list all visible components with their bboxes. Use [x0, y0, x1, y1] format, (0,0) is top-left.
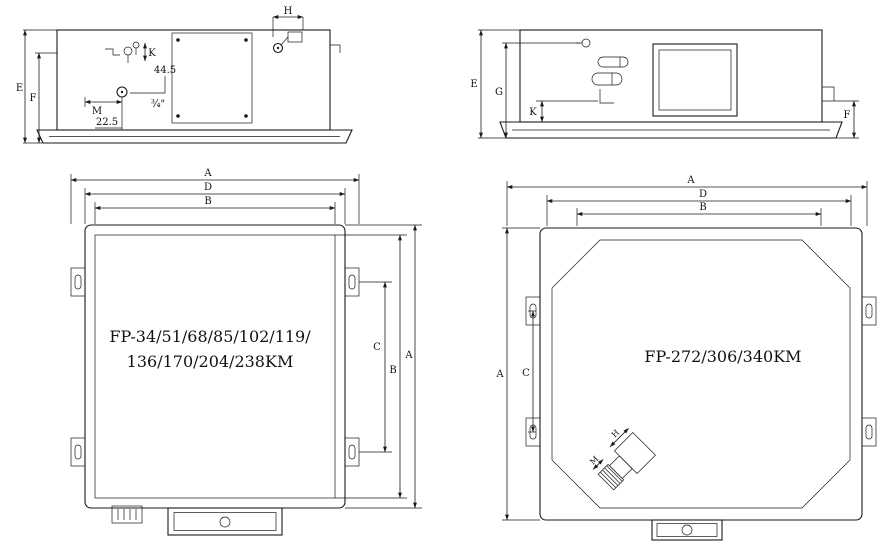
mounting-bracket-right-bottom — [861, 417, 877, 447]
vent-fitting — [272, 31, 303, 54]
dim-label-G: G — [495, 87, 503, 98]
dim-label-A-right: A — [404, 350, 413, 361]
unit-body-outline — [519, 29, 823, 123]
dim-label-D-top: D — [699, 189, 707, 200]
pipe-fittings — [576, 38, 629, 104]
dim-label-22-5: 22.5 — [96, 117, 118, 128]
unit-body-outline — [56, 29, 331, 131]
connection-box — [167, 507, 283, 536]
plan-view-small-unit: A D B — [70, 168, 422, 536]
dim-label-D-top: D — [204, 182, 212, 193]
dim-M-drain: M — [588, 454, 604, 470]
dim-K: K — [529, 100, 598, 123]
electrical-box — [652, 43, 738, 117]
unit-casing-outline — [539, 227, 863, 521]
dim-label-E: E — [16, 83, 23, 94]
dim-label-H: H — [610, 428, 621, 439]
dim-B-top: B — [94, 196, 336, 224]
dim-label-44-5: 44.5 — [154, 65, 176, 76]
dim-label-A-left: A — [495, 369, 504, 380]
plan-view-large-unit: A D B — [495, 175, 877, 541]
dim-label-C: C — [522, 368, 530, 379]
dim-A-left: A — [495, 227, 540, 521]
connection-box — [651, 519, 723, 541]
dim-label-B-top: B — [204, 196, 211, 207]
dim-F: F — [834, 100, 859, 139]
side-view-small-unit: E F M K 44.5 ¾" 22.5 H — [16, 6, 353, 144]
unit-inner-panel — [94, 234, 336, 499]
drain-neck — [608, 455, 633, 480]
dim-K: K — [143, 42, 156, 62]
mounting-bracket-left-bottom — [70, 437, 86, 467]
dim-B-top: B — [576, 202, 822, 226]
side-hook-bracket — [330, 44, 341, 53]
model-label-line1: FP-34/51/68/85/102/119/ — [109, 327, 311, 346]
electrical-box — [171, 32, 253, 124]
threaded-cap — [597, 463, 625, 491]
valve-fittings — [105, 41, 140, 63]
air-grille — [111, 505, 143, 524]
dim-B-right: B — [335, 234, 407, 499]
dim-A-top: A — [506, 175, 868, 226]
dim-A-right: A — [345, 224, 422, 509]
dim-E: E — [16, 29, 57, 144]
model-label-line2: 136/170/204/238KM — [127, 352, 294, 371]
mounting-bracket-right-top — [344, 267, 360, 297]
dim-A-top: A — [70, 168, 360, 224]
side-step-bracket — [822, 86, 835, 102]
unit-inner-octagon-panel — [551, 239, 851, 509]
dim-G: G — [495, 42, 580, 139]
model-label: FP-272/306/340KM — [644, 347, 801, 366]
label-44-5: 44.5 — [130, 65, 176, 94]
dim-label-H: H — [284, 6, 293, 17]
pipe-size-label: ¾" — [151, 99, 165, 110]
dim-label-B-top: B — [699, 202, 706, 213]
drain-flange-box — [613, 432, 656, 475]
dim-label-F: F — [844, 110, 851, 121]
dim-label-M: M — [588, 454, 600, 466]
dim-label-K: K — [529, 107, 537, 118]
dim-label-A-top: A — [203, 168, 212, 179]
dim-F: F — [30, 52, 57, 144]
drain-fitting — [116, 86, 128, 130]
dim-M: M — [84, 97, 123, 117]
mounting-bracket-right-bottom — [344, 437, 360, 467]
drain-connector-assembly: M H — [588, 428, 656, 491]
dim-label-K: K — [148, 48, 156, 59]
mounting-bracket-left-top — [70, 267, 86, 297]
label-22-5: 22.5 — [95, 117, 122, 129]
mounting-bracket-right-top — [861, 296, 877, 326]
dim-label-E: E — [470, 79, 477, 90]
dim-C-right: C — [359, 281, 392, 453]
dim-H-drain: H — [610, 428, 629, 447]
dim-C-left: C — [522, 310, 536, 433]
dim-D-top: D — [546, 189, 852, 226]
dim-H: H — [272, 6, 304, 37]
dim-label-F: F — [30, 93, 37, 104]
side-view-large-unit: E G K F — [470, 29, 859, 139]
dim-label-B-right: B — [389, 365, 396, 376]
dim-D-top: D — [84, 182, 346, 224]
dim-E: E — [470, 29, 520, 139]
dim-label-C: C — [373, 342, 381, 353]
dim-label-M: M — [92, 106, 102, 117]
dim-label-A-top: A — [686, 175, 695, 186]
